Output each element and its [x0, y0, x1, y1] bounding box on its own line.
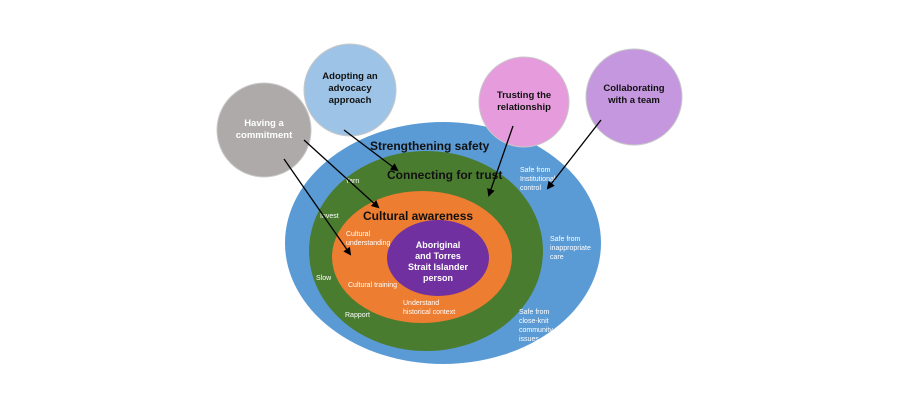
arrow-commitment-to-cultural-awareness	[303, 139, 380, 209]
strengthening-safety-title: Strengthening safety	[370, 139, 490, 153]
label-line: person	[423, 273, 453, 283]
collaborating-circle-shape	[585, 48, 683, 146]
label-line: Adopting an	[322, 71, 378, 82]
label-line: Trusting the	[497, 90, 551, 101]
safe-from-institutional-control: Safe from Institutional control	[520, 167, 556, 192]
advocacy-circle-shape	[303, 43, 397, 137]
circle-having-a-commitment: Having a commitment	[216, 82, 312, 178]
arrow-advocacy-to-connecting	[343, 129, 399, 172]
label-line: and Torres	[415, 251, 461, 261]
trust-item-rapport: Rapport	[345, 312, 370, 319]
cultural-training: Cultural training	[348, 282, 397, 289]
label-line: with a team	[607, 95, 660, 106]
cultural-understanding: Cultural understanding	[346, 231, 390, 247]
label-line: historical context	[403, 309, 455, 316]
trust-item-slow: Slow	[316, 275, 332, 282]
label-line: Strait Islander	[408, 262, 469, 272]
circle-adopting-advocacy-approach: Adopting an advocacy approach	[303, 43, 397, 137]
label-line: advocacy	[328, 83, 372, 94]
center-person-label: Aboriginal and Torres Strait Islander pe…	[408, 240, 469, 283]
arrow-commitment-to-cultural-understanding	[283, 158, 352, 256]
label-line: commitment	[236, 130, 293, 141]
label-line: community	[519, 327, 553, 334]
commitment-circle-shape	[216, 82, 312, 178]
label-line: understanding	[346, 240, 390, 247]
label-line: Safe from	[520, 167, 551, 174]
label-line: Having a	[244, 118, 284, 129]
connecting-for-trust-title: Connecting for trust	[387, 168, 502, 182]
label-line: Aboriginal	[416, 240, 461, 250]
label-line: Understand	[403, 300, 439, 307]
trusting-circle-shape	[478, 56, 570, 148]
label-line: Safe from	[550, 236, 581, 243]
label-line: Safe from	[519, 309, 550, 316]
label-line: Collaborating	[603, 83, 664, 94]
trust-item-yarn: Yarn	[345, 178, 359, 185]
label-line: relationship	[497, 102, 551, 113]
cultural-awareness-title: Cultural awareness	[363, 209, 473, 223]
center-person	[387, 220, 489, 296]
circle-trusting-the-relationship: Trusting the relationship	[478, 56, 570, 148]
label-line: control	[520, 185, 541, 192]
label-line: approach	[329, 95, 372, 106]
label-line: Institutional	[520, 176, 556, 183]
understand-historical-context: Understand historical context	[403, 300, 455, 316]
safe-from-inappropriate-care: Safe from inappropriate care	[550, 236, 591, 261]
label-line: inappropriate	[550, 245, 591, 252]
connector-arrows	[283, 119, 602, 256]
label-line: Cultural	[346, 231, 371, 238]
label-line: care	[550, 254, 564, 261]
safe-from-close-knit-community-issues: Safe from close-knit community issues	[519, 309, 553, 343]
label-line: issues	[519, 336, 539, 343]
trust-item-invest: Invest	[320, 213, 339, 220]
circle-collaborating-with-a-team: Collaborating with a team	[585, 48, 683, 146]
arrow-trusting-to-connecting	[487, 125, 514, 197]
label-line: close-knit	[519, 318, 549, 325]
arrow-collaborating-to-safety	[546, 119, 602, 190]
